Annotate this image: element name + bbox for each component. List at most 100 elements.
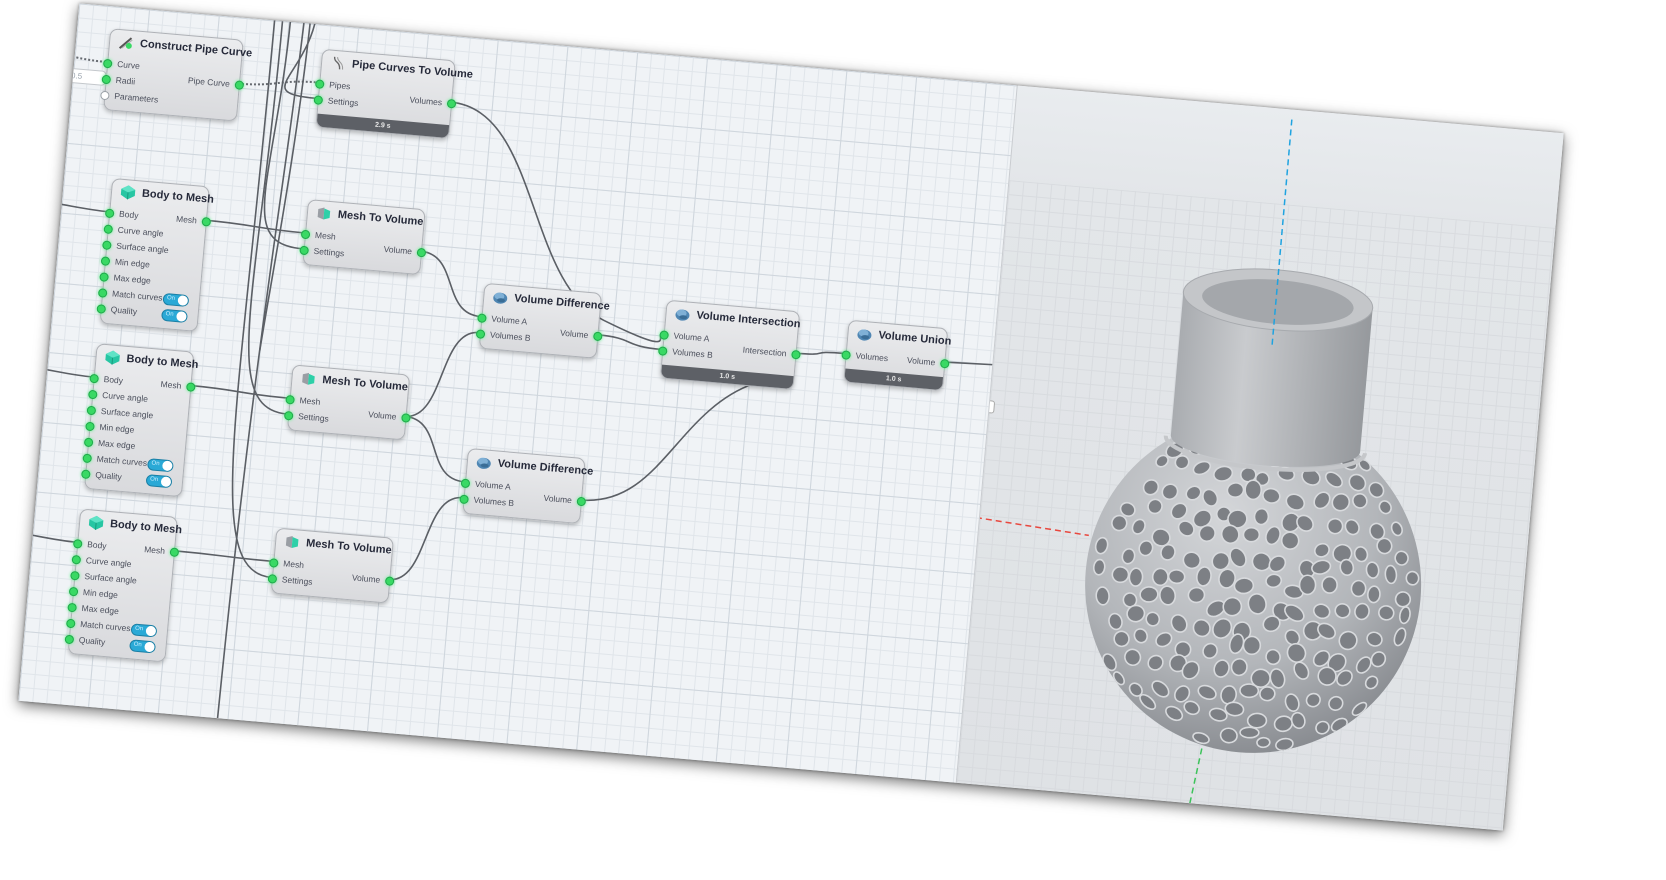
wire[interactable] xyxy=(172,549,273,563)
node-header[interactable]: Volume Difference xyxy=(483,284,610,318)
node-header[interactable]: Pipe Curves To Volume xyxy=(321,50,473,85)
input-port[interactable] xyxy=(477,313,487,324)
node-header[interactable]: Mesh To Volume xyxy=(275,529,393,563)
wire-settings[interactable] xyxy=(222,3,321,579)
input-port[interactable] xyxy=(100,256,111,267)
node-header[interactable]: Construct Pipe Curve xyxy=(109,29,253,64)
node-header[interactable]: Mesh To Volume xyxy=(307,200,425,234)
node-header[interactable]: Mesh To Volume xyxy=(292,365,410,399)
wire[interactable] xyxy=(404,327,480,422)
3d-viewport[interactable] xyxy=(955,85,1564,831)
input-port[interactable] xyxy=(71,554,82,565)
input-port[interactable] xyxy=(314,79,325,90)
wire[interactable] xyxy=(388,492,463,586)
input-port[interactable] xyxy=(101,74,112,85)
input-port[interactable] xyxy=(96,304,107,314)
lattice-hole xyxy=(1378,605,1395,621)
node-header[interactable]: Volume Intersection xyxy=(666,301,801,336)
toggle-switch[interactable]: On xyxy=(130,623,158,638)
lattice-hole xyxy=(1159,585,1177,606)
toggle-switch[interactable]: On xyxy=(146,458,174,473)
wire[interactable] xyxy=(237,76,319,91)
wire[interactable] xyxy=(579,369,755,514)
wire[interactable] xyxy=(204,219,305,234)
input-port[interactable] xyxy=(103,224,114,235)
input-port[interactable] xyxy=(268,558,279,568)
input-port[interactable] xyxy=(100,90,110,101)
input-port[interactable] xyxy=(102,58,113,69)
input-port[interactable] xyxy=(80,469,91,480)
wire[interactable] xyxy=(596,333,663,351)
input-port[interactable] xyxy=(313,95,324,105)
lattice-hole xyxy=(1378,500,1392,515)
node-header[interactable]: Body to Mesh xyxy=(79,509,182,541)
wire-settings[interactable] xyxy=(261,3,324,250)
input-port[interactable] xyxy=(86,405,97,416)
wire[interactable] xyxy=(399,415,469,483)
node-header[interactable]: Body to Mesh xyxy=(96,344,199,376)
input-port[interactable] xyxy=(99,272,109,282)
input-port[interactable] xyxy=(82,453,93,464)
input-port[interactable] xyxy=(67,602,78,613)
input-port[interactable] xyxy=(85,421,95,432)
input-port[interactable] xyxy=(104,208,115,219)
input-port[interactable] xyxy=(72,538,83,549)
input-port[interactable] xyxy=(299,245,310,256)
node-header[interactable]: Volume Union xyxy=(848,321,952,353)
input-port[interactable] xyxy=(460,478,471,489)
input-port[interactable] xyxy=(70,570,80,581)
wire-incoming[interactable] xyxy=(37,367,93,378)
lattice-hole xyxy=(1174,454,1190,470)
toggle-switch[interactable]: On xyxy=(129,639,157,654)
input-port[interactable] xyxy=(83,437,94,448)
wire[interactable] xyxy=(415,250,486,318)
wire-settings[interactable] xyxy=(284,3,325,100)
input-port[interactable] xyxy=(459,494,469,505)
wire-passthrough[interactable] xyxy=(258,3,313,352)
input-port[interactable] xyxy=(267,574,278,584)
wire-passthrough[interactable] xyxy=(216,3,308,720)
input-port[interactable] xyxy=(300,229,311,240)
input-port[interactable] xyxy=(101,240,112,251)
input-port[interactable] xyxy=(65,618,76,629)
input-port[interactable] xyxy=(659,330,670,341)
node-header[interactable]: Volume Difference xyxy=(467,449,594,483)
input-port[interactable] xyxy=(285,394,295,405)
input-port[interactable] xyxy=(841,350,851,360)
output-port-row: Volumes xyxy=(409,92,457,111)
toggle-switch[interactable]: On xyxy=(162,292,190,308)
wire-incoming[interactable] xyxy=(64,53,107,63)
lattice-hole xyxy=(1269,668,1286,689)
input-port[interactable] xyxy=(89,373,100,384)
wire[interactable] xyxy=(794,349,845,357)
input-port[interactable] xyxy=(97,288,108,298)
input-port[interactable] xyxy=(87,389,98,400)
input-port[interactable] xyxy=(283,410,294,421)
radii-value-input[interactable]: 0.5 xyxy=(63,67,107,86)
wire-incoming[interactable] xyxy=(22,532,77,543)
wire-settings[interactable] xyxy=(242,3,323,415)
input-port[interactable] xyxy=(475,329,486,340)
lattice-hole xyxy=(1119,501,1136,517)
wire[interactable] xyxy=(189,384,289,399)
input-port[interactable] xyxy=(657,346,668,356)
toggle-switch[interactable]: On xyxy=(145,474,173,489)
node-header[interactable]: Body to Mesh xyxy=(111,179,214,211)
toggle-switch[interactable]: On xyxy=(160,308,188,323)
input-port[interactable] xyxy=(68,586,79,597)
input-port[interactable] xyxy=(64,634,75,645)
wire-incoming[interactable] xyxy=(51,201,109,213)
